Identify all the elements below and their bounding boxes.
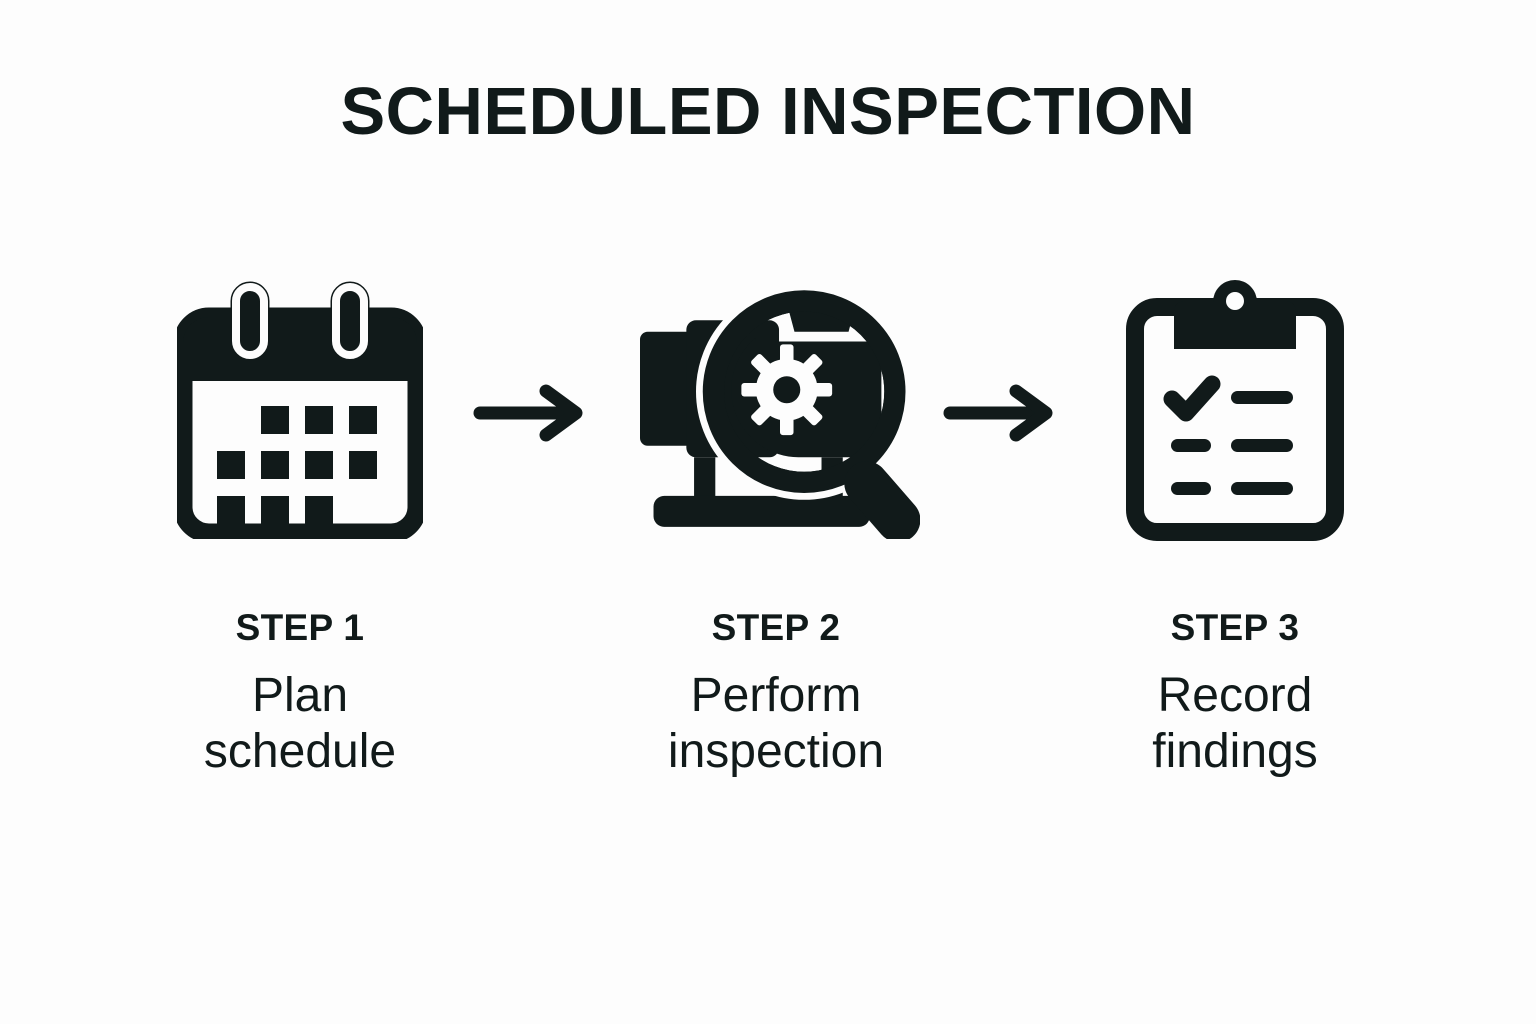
connector-arrow-1 xyxy=(462,378,602,448)
step-2-label: STEP 2 xyxy=(711,607,841,648)
arrow-right-icon xyxy=(473,384,583,442)
step-3-caption: STEP 3 Record findings xyxy=(1045,607,1425,781)
step-2-icon-slot xyxy=(640,270,920,550)
step-1-description: Plan schedule xyxy=(203,668,397,779)
steps-caption-row: STEP 1 Plan schedule STEP 2 Perform insp… xyxy=(0,607,1536,848)
step-2-description: Perform inspection xyxy=(667,668,885,779)
clipboard-checklist-icon xyxy=(1126,280,1344,541)
page-title: SCHEDULED INSPECTION xyxy=(340,74,1196,149)
step-2-caption: STEP 2 Perform inspection xyxy=(586,607,966,781)
connector-arrow-2 xyxy=(932,378,1072,448)
machine-inspection-magnifier-icon xyxy=(640,283,920,539)
step-1-label: STEP 1 xyxy=(235,607,365,648)
calendar-icon xyxy=(177,281,423,539)
steps-icon-row xyxy=(0,270,1536,560)
step-3-icon-slot xyxy=(1095,270,1375,550)
step-3-description: Record findings xyxy=(1152,668,1318,779)
step-1-icon-slot xyxy=(160,270,440,550)
step-3-label: STEP 3 xyxy=(1170,607,1300,648)
step-1-caption: STEP 1 Plan schedule xyxy=(110,607,490,781)
arrow-right-icon xyxy=(943,384,1053,442)
